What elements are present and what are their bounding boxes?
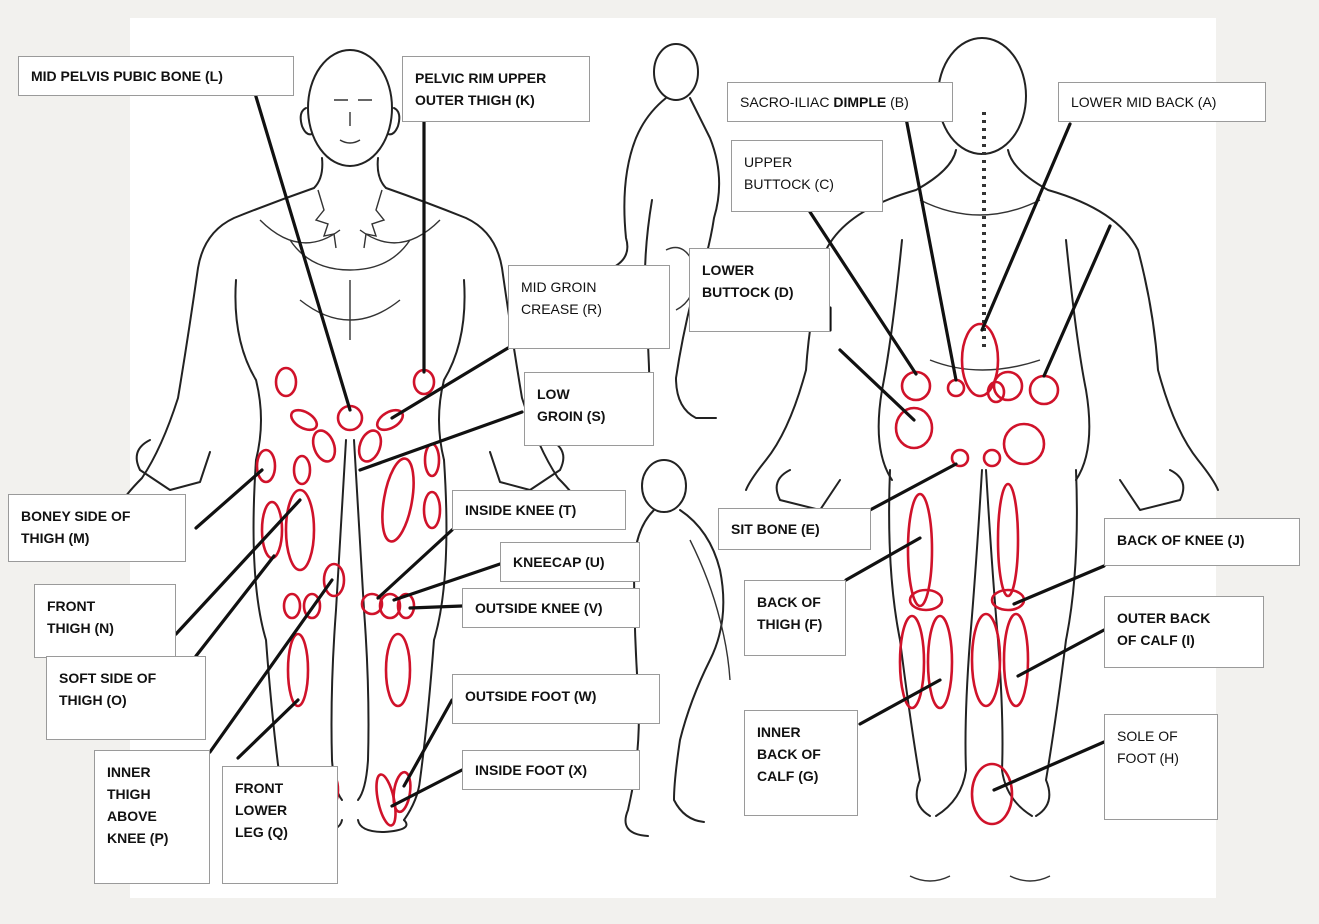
label-kneecap: KNEECAP (U) bbox=[500, 542, 640, 582]
zone-front-thigh-right bbox=[377, 456, 419, 544]
label-mid-groin-crease: MID GROIN CREASE (R) bbox=[508, 265, 670, 349]
label-front-thigh: FRONT THIGH (N) bbox=[34, 584, 176, 658]
label-boney-side-of-thigh: BONEY SIDE OF THIGH (M) bbox=[8, 494, 186, 562]
label-inner-thigh-above-knee: INNER THIGH ABOVE KNEE (P) bbox=[94, 750, 210, 884]
zone-e-right bbox=[984, 450, 1000, 466]
label-soft-side-of-thigh: SOFT SIDE OF THIGH (O) bbox=[46, 656, 206, 740]
zone-m bbox=[257, 450, 275, 482]
zone-f-right bbox=[998, 484, 1018, 596]
zone-b bbox=[948, 380, 964, 396]
zone-thigh-upper-left bbox=[294, 456, 310, 484]
label-outer-back-of-calf: OUTER BACK OF CALF (I) bbox=[1104, 596, 1264, 668]
zone-low-groin-left bbox=[309, 428, 339, 465]
label-inner-back-of-calf: INNER BACK OF CALF (G) bbox=[744, 710, 858, 816]
zone-a bbox=[962, 324, 998, 396]
zone-j bbox=[992, 590, 1024, 610]
zone-s bbox=[355, 428, 385, 465]
zone-d-right bbox=[1004, 424, 1044, 464]
zone-boney-right bbox=[425, 444, 439, 476]
zone-groin-left bbox=[288, 406, 320, 434]
zone-knee-out-left bbox=[284, 594, 300, 618]
label-low-groin: LOW GROIN (S) bbox=[524, 372, 654, 446]
pain-zones bbox=[257, 324, 1058, 827]
label-upper-buttock: UPPER BUTTOCK (C) bbox=[731, 140, 883, 212]
label-sole-of-foot: SOLE OF FOOT (H) bbox=[1104, 714, 1218, 820]
label-front-lower-leg: FRONT LOWER LEG (Q) bbox=[222, 766, 338, 884]
zone-p bbox=[324, 564, 344, 596]
zone-i-left bbox=[972, 614, 1000, 706]
side-body-figure-upper bbox=[612, 44, 719, 420]
zone-i bbox=[1004, 614, 1028, 706]
zone-g bbox=[928, 616, 952, 708]
zone-h bbox=[972, 764, 1012, 824]
zone-c-right bbox=[994, 372, 1022, 400]
label-back-of-knee: BACK OF KNEE (J) bbox=[1104, 518, 1300, 566]
side-body-figure-lower bbox=[626, 460, 731, 836]
label-back-of-thigh: BACK OF THIGH (F) bbox=[744, 580, 846, 656]
label-inside-knee: INSIDE KNEE (T) bbox=[452, 490, 626, 530]
label-outside-knee: OUTSIDE KNEE (V) bbox=[462, 588, 640, 628]
label-outside-foot: OUTSIDE FOOT (W) bbox=[452, 674, 660, 724]
zone-c-far-right bbox=[1030, 376, 1058, 404]
zone-r bbox=[374, 406, 406, 434]
label-sit-bone: SIT BONE (E) bbox=[718, 508, 871, 550]
zone-front-hip-left bbox=[276, 368, 296, 396]
label-lower-buttock: LOWER BUTTOCK (D) bbox=[689, 248, 830, 332]
zone-q bbox=[288, 634, 308, 706]
label-inside-foot: INSIDE FOOT (X) bbox=[462, 750, 640, 790]
label-lower-mid-back: LOWER MID BACK (A) bbox=[1058, 82, 1266, 122]
label-mid-pelvis-pubic-bone: MID PELVIS PUBIC BONE (L) bbox=[18, 56, 294, 96]
label-pelvic-rim-upper-outer-thigh: PELVIC RIM UPPER OUTER THIGH (K) bbox=[402, 56, 590, 122]
zone-d bbox=[896, 408, 932, 448]
zone-c-left bbox=[902, 372, 930, 400]
label-sacro-iliac-dimple: SACRO-ILIAC DIMPLE (B) bbox=[727, 82, 953, 122]
zone-lower-leg-right bbox=[386, 634, 410, 706]
zone-boney-right-lower bbox=[424, 492, 440, 528]
